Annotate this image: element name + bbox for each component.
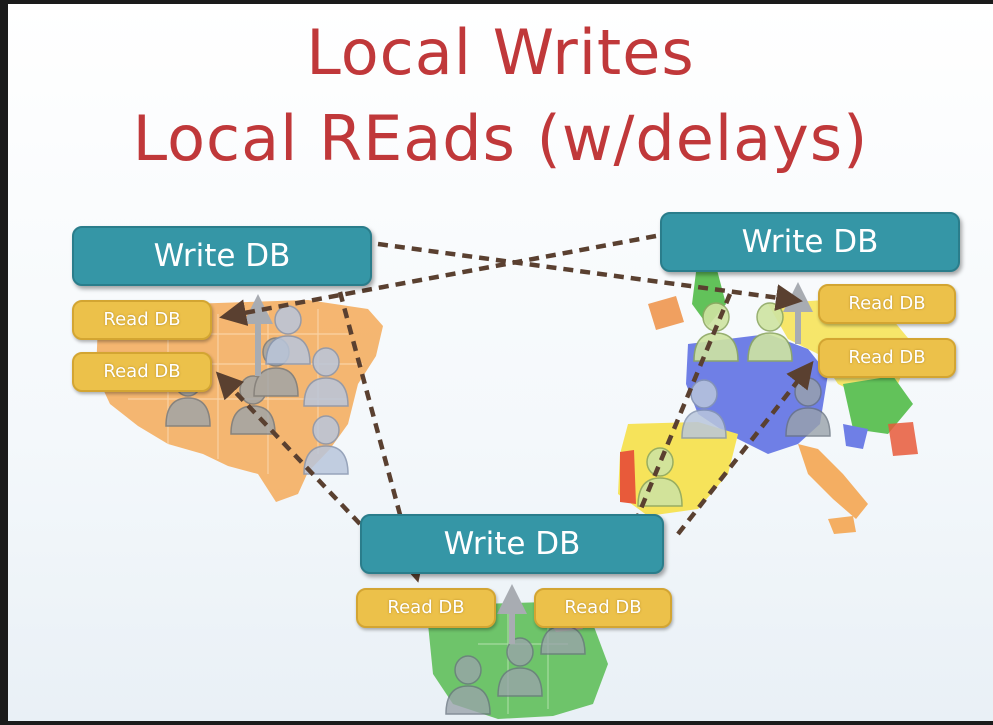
slide: Local Writes Local REads (w/delays) [8,4,993,721]
europe-read-db-1: Read DB [818,284,956,324]
title-line-1: Local Writes [306,16,695,89]
australia-read-db-1: Read DB [356,588,496,628]
replication-arrow-europe-to-us [219,233,657,326]
title-line-2: Local REads (w/delays) [132,102,869,175]
replication-arrow-us-to-europe [377,241,803,311]
us-write-db: Write DB [72,226,372,286]
replication-arrow-australia-to-europe [676,360,814,536]
australia-read-db-2: Read DB [534,588,672,628]
australia-write-db: Write DB [360,514,664,574]
us-read-db-1: Read DB [72,300,212,340]
europe-read-db-2: Read DB [818,338,956,378]
us-read-db-2: Read DB [72,352,212,392]
europe-write-db: Write DB [660,212,960,272]
